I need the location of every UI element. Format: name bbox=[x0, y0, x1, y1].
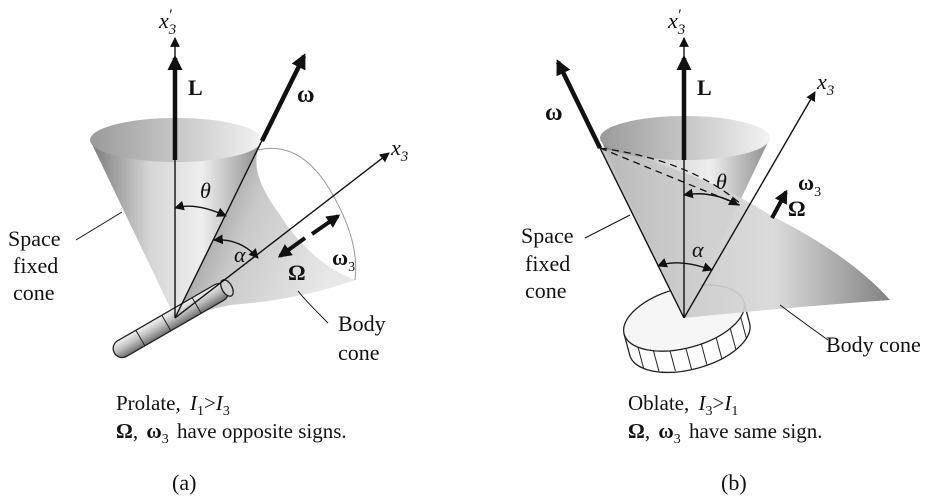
space-cone-label-b-3: cone bbox=[525, 278, 567, 303]
theta-label-a: θ bbox=[200, 178, 211, 203]
space-cone-leader-b bbox=[584, 214, 631, 239]
body-cone-b bbox=[600, 148, 890, 318]
space-cone-label-a-1: Space bbox=[8, 226, 61, 251]
caption-a-line1: Prolate, I1>I3 bbox=[116, 391, 230, 419]
caption-b-line2: Ω, ω3 have same sign. bbox=[628, 419, 822, 448]
vector-Omega-label-a: Ω bbox=[288, 260, 306, 285]
axis-x3-label-b: x3 bbox=[816, 69, 834, 99]
space-cone-label-b-1: Space bbox=[521, 223, 574, 248]
theta-arc-b bbox=[683, 188, 739, 206]
vector-Omega-b bbox=[770, 189, 788, 219]
caption-a-line2: Ω, ω3 have opposite signs. bbox=[116, 419, 347, 448]
vector-omega-label-a: ω bbox=[297, 82, 315, 108]
body-cone-leader-a bbox=[297, 290, 329, 324]
body-cone-rim-a bbox=[257, 147, 357, 281]
axis-x3-a bbox=[174, 152, 390, 319]
space-cone-label-b-2: fixed bbox=[525, 251, 570, 276]
vector-omega3-label-a: ω3 bbox=[332, 245, 355, 275]
panel-a: x3′ L ω x3 θ α ω3 Ω Space fixed cone Bod… bbox=[8, 7, 408, 495]
omega-line-b bbox=[599, 147, 685, 319]
theta-arc-a bbox=[174, 200, 227, 217]
caption-b-line1: Oblate, I3>I1 bbox=[628, 391, 738, 419]
panel-b: x3′ L ω x3 θ α ω3 Ω Space fixed cone Bod… bbox=[521, 7, 921, 495]
axis-x3-prime-label-b: x3′ bbox=[667, 7, 685, 38]
alpha-label-b: α bbox=[692, 237, 704, 262]
vector-omega-label-b: ω bbox=[545, 100, 563, 126]
vector-omega3-label-b: ω3 bbox=[798, 170, 821, 200]
alpha-arc-b bbox=[657, 258, 713, 272]
panel-label-a: (a) bbox=[172, 470, 196, 495]
vector-omega-b bbox=[555, 59, 603, 149]
body-cone-dashed-edge-b bbox=[599, 147, 743, 207]
omega-line-a bbox=[174, 119, 273, 319]
body-cone-leader-b bbox=[779, 304, 829, 341]
space-cone-label-a-2: fixed bbox=[13, 253, 58, 278]
alpha-arc-a bbox=[213, 234, 259, 259]
space-fixed-cone-a bbox=[90, 124, 262, 318]
vector-L-label-b: L bbox=[697, 75, 712, 100]
axis-x3-b bbox=[683, 91, 816, 319]
alpha-label-a: α bbox=[234, 242, 246, 267]
theta-label-b: θ bbox=[716, 169, 727, 194]
axis-x3-prime-label-a: x3′ bbox=[158, 7, 176, 38]
vector-L-label-a: L bbox=[188, 75, 203, 100]
body-cone-label-a-2: cone bbox=[338, 340, 380, 365]
space-cone-label-a-3: cone bbox=[13, 280, 55, 305]
body-cone-label-a-1: Body bbox=[338, 311, 386, 336]
panel-label-b: (b) bbox=[721, 470, 747, 495]
body-cone-label-b: Body cone bbox=[826, 332, 921, 357]
body-cone-a bbox=[175, 150, 355, 318]
space-cone-leader-a bbox=[75, 211, 123, 241]
axis-x3-label-a: x3 bbox=[390, 135, 408, 165]
vector-omega3-a bbox=[310, 214, 341, 236]
vector-Omega-label-b: Ω bbox=[788, 196, 806, 221]
symmetry-rod-a bbox=[112, 279, 234, 359]
vector-omega-a bbox=[259, 53, 307, 142]
vector-Omega-a bbox=[277, 236, 307, 258]
